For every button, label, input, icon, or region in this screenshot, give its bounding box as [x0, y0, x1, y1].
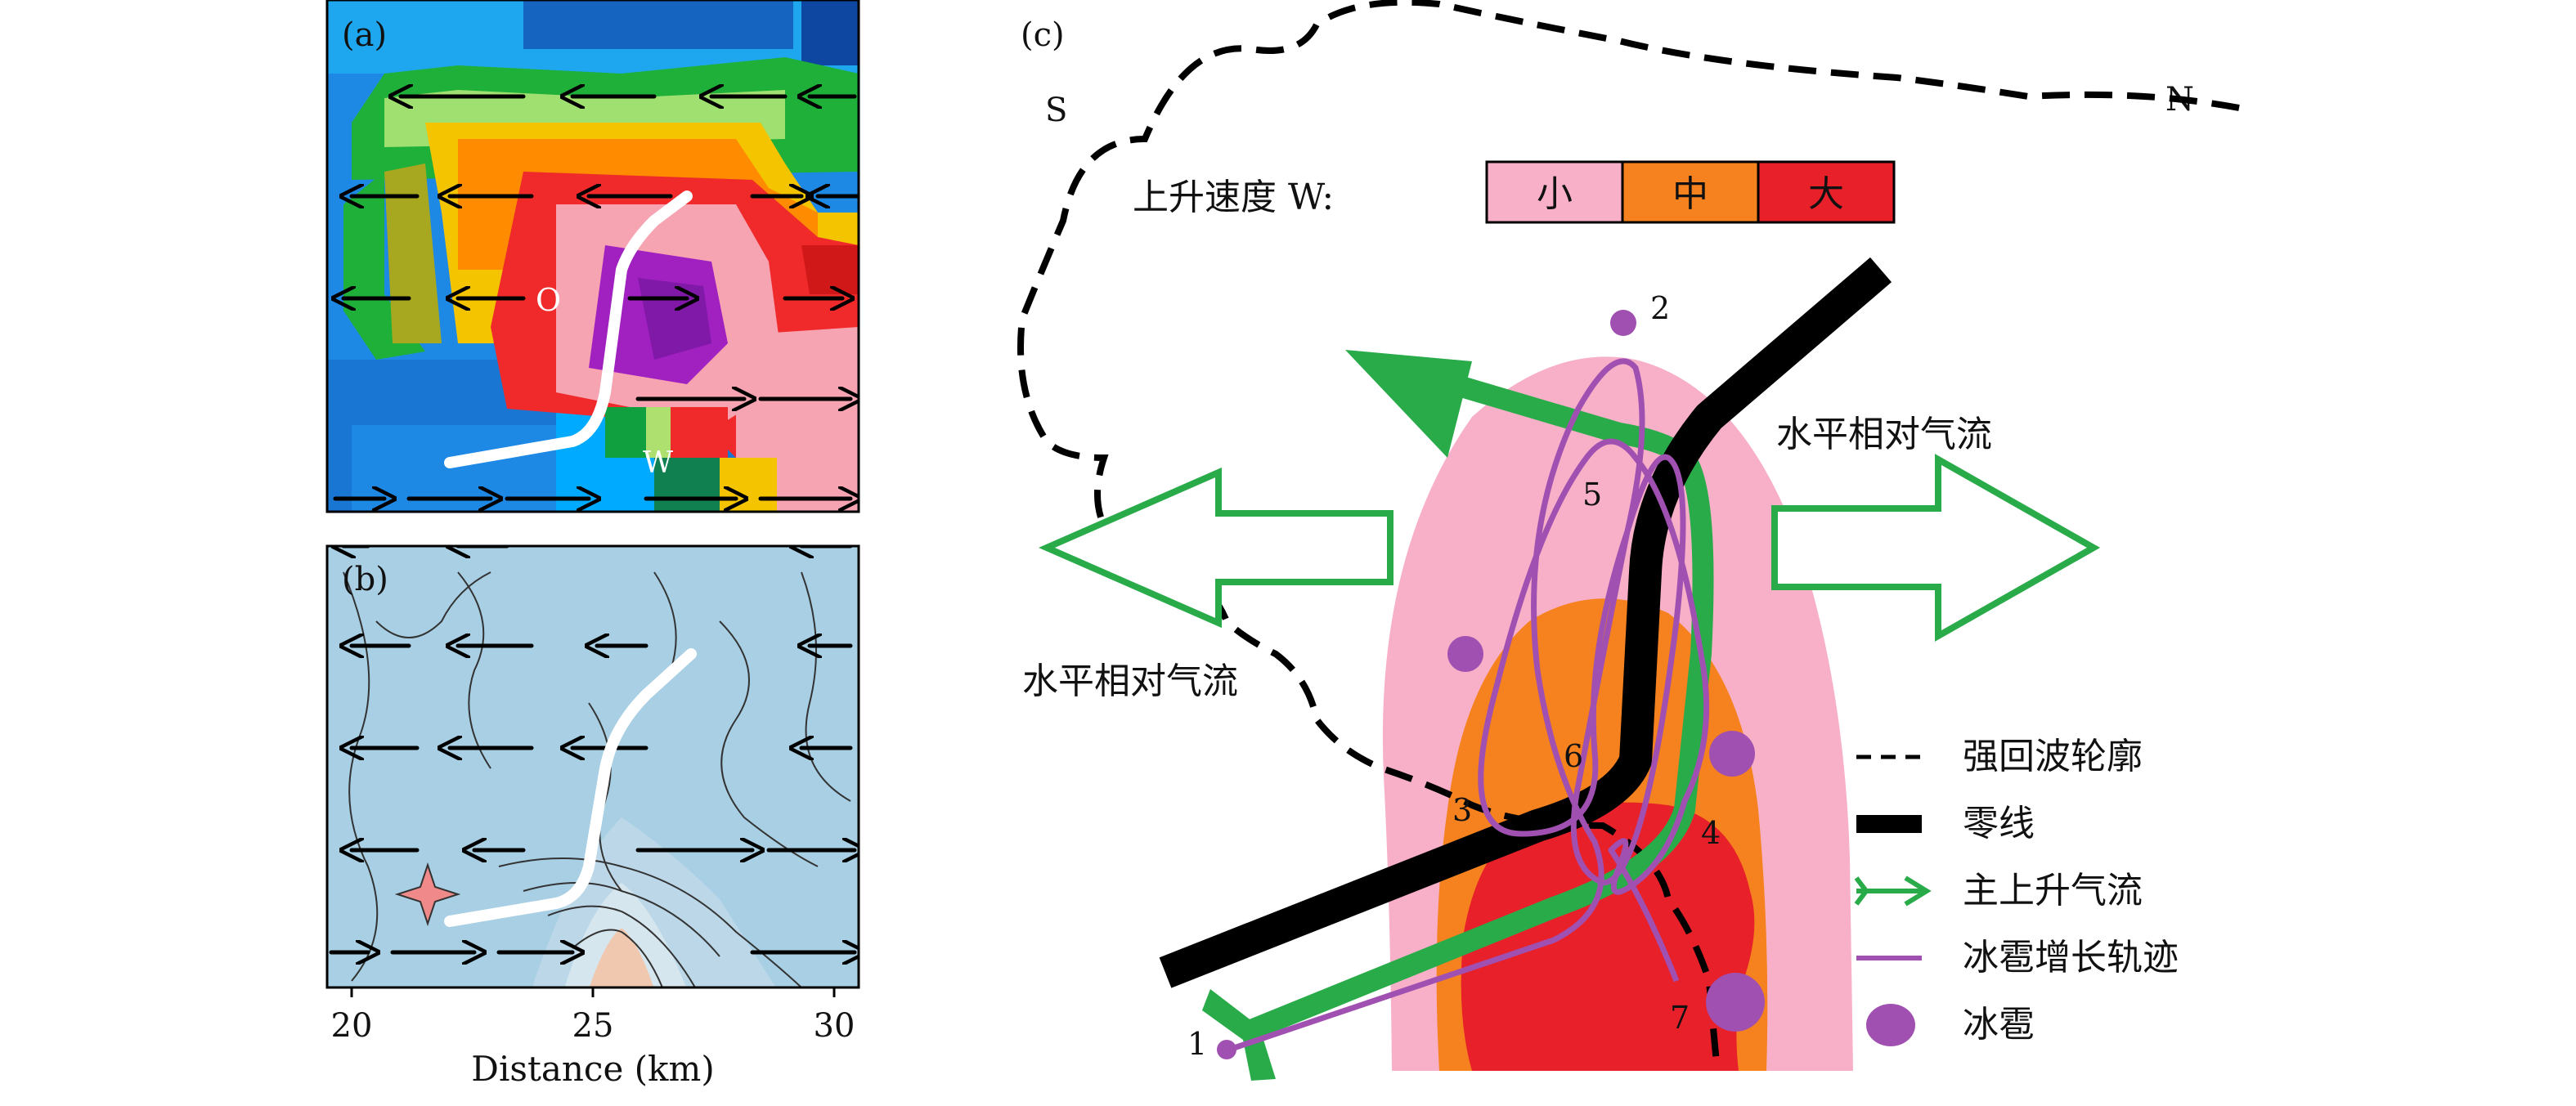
- point-label-1: 1: [1187, 1026, 1207, 1062]
- point-label-4: 4: [1701, 815, 1721, 851]
- panel-c: (c) S N 上升速度 W: 小 中 大 水平相对气流 水平相对气流: [1021, 2, 2239, 1081]
- x-tick-25: 25: [572, 1007, 614, 1045]
- hail-dot-right: [1709, 731, 1755, 777]
- marker-o: O: [536, 282, 561, 318]
- w-level-large-label: 大: [1808, 173, 1844, 215]
- legend-strong-echo: 强回波轮廓: [1963, 736, 2143, 777]
- panel-a: [327, 0, 859, 512]
- x-tick-30: 30: [814, 1007, 855, 1045]
- legend-main-updraft: 主上升气流: [1963, 870, 2143, 911]
- legend: 强回波轮廓 零线 主上升气流 冰雹增长轨迹 冰雹: [1856, 736, 2179, 1046]
- point-label-6: 6: [1564, 738, 1583, 774]
- w-level-medium-label: 中: [1672, 173, 1708, 215]
- flow-label-left: 水平相对气流: [1022, 660, 1238, 702]
- hail-dot-2: [1610, 310, 1636, 336]
- hail-dot-1: [1217, 1040, 1236, 1059]
- x-axis-ticks: [352, 987, 834, 997]
- panel-c-label: (c): [1021, 16, 1065, 54]
- main-updraft-arrowhead: [1345, 350, 1472, 458]
- w-level-small-label: 小: [1537, 173, 1573, 215]
- purple-dot-icon: [1866, 1004, 1915, 1046]
- w-scale-title: 上升速度 W:: [1133, 177, 1334, 218]
- marker-w: W: [643, 446, 673, 480]
- panel-b: [327, 546, 859, 989]
- point-label-2: 2: [1650, 290, 1670, 326]
- x-tick-20: 20: [331, 1007, 373, 1045]
- hail-dot-left: [1447, 636, 1483, 672]
- legend-hail: 冰雹: [1963, 1004, 2035, 1046]
- x-axis-title: Distance (km): [471, 1049, 714, 1089]
- panel-b-label: (b): [342, 561, 388, 598]
- point-label-5: 5: [1582, 477, 1602, 513]
- hail-dot-7: [1706, 973, 1765, 1032]
- point-label-3: 3: [1452, 792, 1472, 828]
- flow-arrow-right: [1775, 459, 2094, 636]
- panel-a-label: (a): [342, 16, 387, 54]
- legend-zero-line: 零线: [1963, 803, 2035, 844]
- legend-hail-trajectory: 冰雹增长轨迹: [1963, 937, 2179, 978]
- flow-label-right: 水平相对气流: [1776, 414, 1992, 455]
- point-label-7: 7: [1670, 1000, 1690, 1036]
- south-label: S: [1045, 92, 1067, 129]
